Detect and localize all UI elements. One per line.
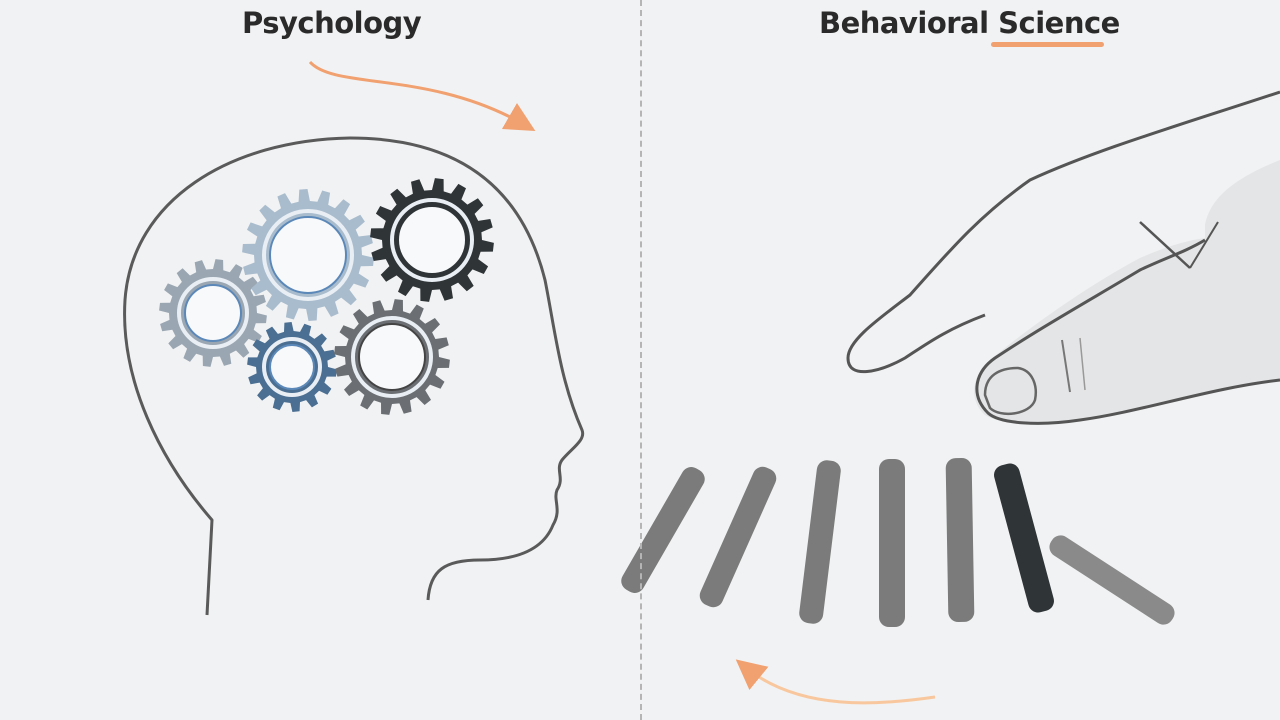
curved-arrow-icon [308,60,536,132]
domino [799,460,841,624]
gear-ring [351,316,433,398]
domino [1049,535,1175,625]
gear-hub [397,205,467,275]
gear-ring [262,337,322,397]
curved-arrow-icon [735,659,936,705]
title-underline [991,42,1104,47]
panel-psychology: Psychology [242,6,422,40]
gear-ring [390,198,474,282]
domino [621,467,705,593]
panel-behavioral-science: Behavioral Science [641,0,1280,720]
gears-icon [159,178,494,415]
domino [879,459,905,627]
gear-ring [262,209,354,301]
domino [699,466,777,608]
gear-hub [269,216,347,294]
gear-ring [177,277,249,349]
dominoes-icon [621,457,1175,627]
gear-hub [358,323,426,391]
domino [945,457,975,623]
domino [994,463,1054,613]
head-profile-icon [123,136,585,616]
panel-title-behavioral-science: Behavioral Science [819,6,1120,40]
panel-title-psychology: Psychology [242,6,422,40]
gear-hub [184,284,242,342]
panel-divider [640,0,642,720]
hand-icon [846,90,1280,425]
gear-hub [269,344,315,390]
